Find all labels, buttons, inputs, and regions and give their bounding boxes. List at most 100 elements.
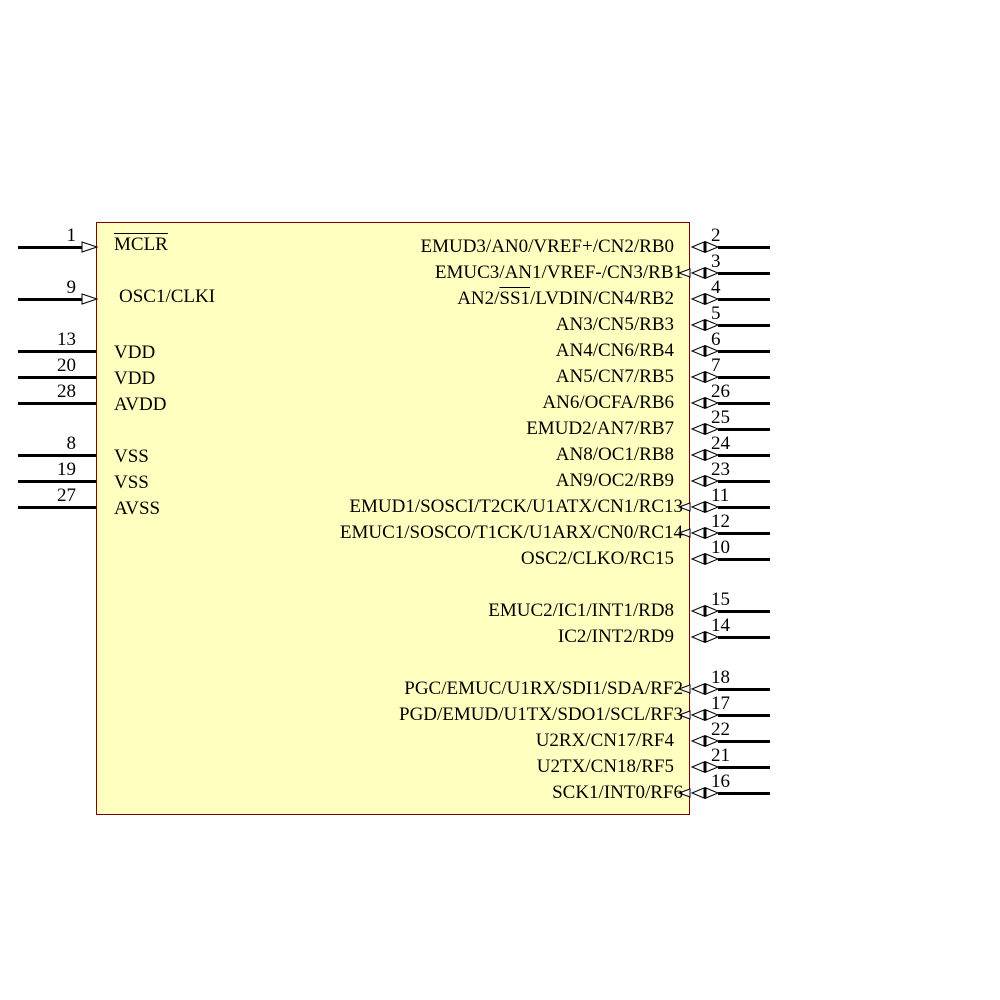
label-part: EMUC3/ [434, 262, 505, 283]
pin-label: AN6/OCFA/RB6 [542, 392, 674, 413]
pin-label: EMUD2/AN7/RB7 [526, 418, 674, 439]
pin-number: 3 [711, 251, 721, 272]
pin-label: PGD/EMUD/U1TX/SDO1/SCL/RF3 [399, 704, 683, 725]
pin-number: 20 [57, 355, 76, 376]
overbar-text: SS1 [499, 288, 531, 309]
pin-line [18, 402, 96, 405]
pin-label: AN3/CN5/RB3 [555, 314, 674, 335]
bidirectional-arrow-icon [690, 761, 720, 773]
pin-number: 24 [711, 433, 730, 454]
pin-line [18, 350, 96, 353]
bidirectional-arrow-icon [677, 709, 720, 721]
pin-number: 13 [57, 329, 76, 350]
pin-label: EMUC1/SOSCO/T1CK/U1ARX/CN0/RC14 [339, 522, 683, 543]
pin-number: 12 [711, 511, 730, 532]
bidirectional-arrow-icon [677, 787, 720, 799]
pin-line [718, 376, 770, 379]
pin-number: 5 [711, 303, 721, 324]
pin-number: 26 [711, 381, 730, 402]
pin-number: 4 [711, 277, 721, 298]
pin-label: EMUC3/AN1/VREF-/CN3/RB1 [435, 263, 683, 283]
ic-body [96, 222, 690, 815]
bidirectional-arrow-icon [690, 475, 720, 487]
bidirectional-arrow-icon [677, 683, 720, 695]
pin-line [718, 454, 770, 457]
bidirectional-arrow-icon [677, 267, 720, 279]
input-arrow-icon [81, 293, 99, 305]
pin-line [718, 558, 770, 561]
pin-line [18, 454, 96, 457]
label-part: /VREF-/CN3/RB1 [541, 262, 683, 283]
pin-number: 2 [711, 225, 721, 246]
bidirectional-arrow-icon [690, 423, 720, 435]
input-arrow-icon [81, 241, 99, 253]
pin-line [718, 402, 770, 405]
pin-label: AN5/CN7/RB5 [555, 366, 674, 387]
pin-label: PGC/EMUC/U1RX/SDI1/SDA/RF2 [404, 678, 683, 699]
pin-number: 16 [711, 771, 730, 792]
bidirectional-arrow-icon [690, 449, 720, 461]
bidirectional-arrow-icon [690, 319, 720, 331]
bidirectional-arrow-icon [690, 371, 720, 383]
pin-number: 9 [66, 277, 77, 298]
pin-line [718, 298, 770, 301]
pin-line [718, 532, 770, 535]
pin-number: 22 [711, 719, 730, 740]
label-part: AN2/ [457, 288, 500, 309]
pin-line [718, 636, 770, 639]
pin-number: 11 [711, 485, 730, 506]
pin-label: AN2/SS1/LVDIN/CN4/RB2 [457, 289, 674, 309]
bidirectional-arrow-icon [690, 241, 720, 253]
pin-label: EMUD1/SOSCI/T2CK/U1ATX/CN1/RC13 [349, 496, 683, 517]
pin-line [18, 506, 96, 509]
overbar-text: MCLR [114, 234, 168, 255]
pin-number: 10 [711, 537, 730, 558]
pin-label: AVSS [114, 498, 161, 519]
label-part: AN1 [504, 262, 542, 283]
pin-label: EMUC2/IC1/INT1/RD8 [488, 600, 674, 621]
pin-number: 25 [711, 407, 730, 428]
bidirectional-arrow-icon [690, 631, 720, 643]
pin-line [718, 350, 770, 353]
bidirectional-arrow-icon [690, 345, 720, 357]
pin-number: 27 [57, 485, 76, 506]
pin-number: 6 [711, 329, 721, 350]
bidirectional-arrow-icon [690, 605, 720, 617]
pin-label: AN9/OC2/RB9 [555, 470, 674, 491]
pin-line [18, 376, 96, 379]
pin-number: 17 [711, 693, 730, 714]
pin-label: OSC2/CLKO/RC15 [520, 548, 674, 569]
bidirectional-arrow-icon [677, 501, 720, 513]
pin-line [718, 480, 770, 483]
pin-label: VDD [114, 342, 156, 363]
pin-line [718, 714, 770, 717]
pin-label: VDD [114, 368, 156, 389]
pin-line [718, 610, 770, 613]
pin-label: MCLR [114, 235, 168, 255]
pin-label: U2TX/CN18/RF5 [536, 756, 674, 777]
pin-line [718, 740, 770, 743]
bidirectional-arrow-icon [690, 553, 720, 565]
pin-line [718, 506, 770, 509]
pin-number: 21 [711, 745, 730, 766]
bidirectional-arrow-icon [677, 527, 720, 539]
pin-line [718, 324, 770, 327]
pin-line [718, 272, 770, 275]
pin-line [718, 688, 770, 691]
pin-number: 1 [66, 225, 77, 246]
pin-label: VSS [114, 472, 149, 493]
bidirectional-arrow-icon [690, 293, 720, 305]
pin-number: 18 [711, 667, 730, 688]
pin-label: AVDD [114, 394, 167, 415]
pin-number: 15 [711, 589, 730, 610]
pin-label: U2RX/CN17/RF4 [535, 730, 674, 751]
pin-number: 23 [711, 459, 730, 480]
pin-label: IC2/INT2/RD9 [557, 626, 674, 647]
pin-label: SCK1/INT0/RF6 [552, 782, 683, 803]
pin-line [18, 298, 82, 301]
pin-line [718, 766, 770, 769]
pin-label: OSC1/CLKI [119, 286, 216, 307]
pin-number: 19 [57, 459, 76, 480]
pin-number: 8 [66, 433, 77, 454]
